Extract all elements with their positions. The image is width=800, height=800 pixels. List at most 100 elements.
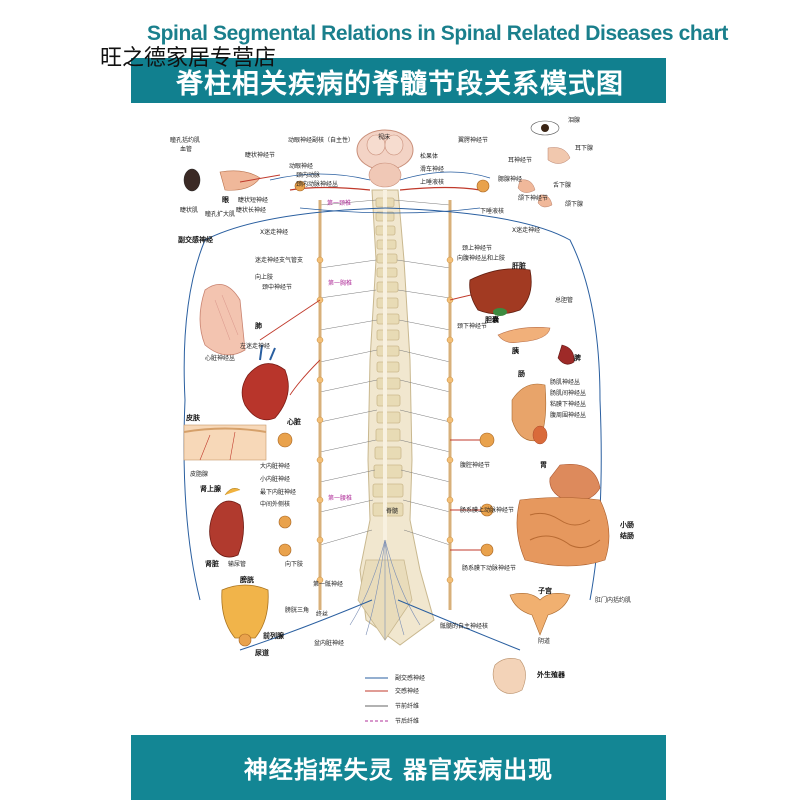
- label-superior-cervical: 颈上神经节: [462, 244, 492, 252]
- label-tongue: 舌下腺: [553, 181, 571, 189]
- label-inferior-mesenteric: 肠系膜下动脉神经节: [462, 564, 516, 572]
- left-labels: 瞳孔括约肌 血管 睫状神经节 动眼神经副核（自主性） 动眼神经 颈内动脉 颈内动…: [170, 136, 354, 657]
- store-watermark: 旺之德家居专营店: [100, 46, 277, 71]
- label-internal-carotid: 颈内动脉: [296, 171, 320, 179]
- top-strip: [131, 0, 666, 22]
- label-first-thoracic: 第一胸椎: [328, 279, 352, 287]
- label-left-vagus: 左迷走神经: [240, 342, 270, 350]
- label-bile-duct: 总胆管: [555, 296, 573, 304]
- prevertebral-ganglia: [277, 179, 495, 557]
- skin-organ: [183, 424, 267, 461]
- label-greater-splanchnic: 大内脏神经: [260, 462, 290, 470]
- label-heart: 心脏: [287, 417, 301, 426]
- label-cardiac-plexus: 心脏神经丛: [205, 354, 235, 362]
- label-pterygopalatine: 翼腭神经节: [458, 136, 488, 144]
- intestines-organ: [516, 497, 610, 567]
- label-lacrimal: 泪腺: [568, 116, 580, 124]
- label-first-sacral: 第一骶神经: [313, 580, 343, 588]
- right-labels: 视床 松果体 滑车神经 上唾液核 泪腺 翼腭神经节 耳下腺 耳神经节 腮腺神经 …: [378, 116, 634, 679]
- label-submucosal: 粘膜下神经丛: [550, 400, 586, 408]
- label-skin: 皮肤: [185, 413, 201, 422]
- label-otic-ganglion: 耳神经节: [508, 156, 532, 164]
- label-pelvic-splanchnic: 盆内脏神经: [314, 639, 344, 647]
- label-kidney: 肾脏: [205, 559, 219, 568]
- liver-organ: [469, 268, 532, 316]
- label-inferior-salivatory: 下唾液核: [480, 207, 504, 215]
- label-celiac-ganglion: 腹腔神经节: [460, 461, 490, 469]
- label-dilator-muscle: 瞳孔括约肌: [170, 136, 200, 144]
- label-short-ciliary: 睫状短神经: [238, 196, 268, 204]
- label-uterus: 子宫: [538, 586, 552, 595]
- label-oculomotor-nucleus: 动眼神经副核（自主性）: [288, 136, 354, 144]
- label-superior-limb: 向上肢: [255, 273, 273, 281]
- label-pancreas: 胰: [511, 346, 519, 355]
- label-pineal: 松果体: [420, 152, 438, 160]
- label-long-ciliary: 睫状长神经: [236, 206, 266, 214]
- legend-label-sympathetic: 交感神经: [395, 687, 419, 695]
- legend: 副交感神经 交感神经 节前纤维 节后纤维: [365, 674, 425, 725]
- label-sweat-gland: 皮脂腺: [190, 470, 208, 478]
- label-peritoneal: 腹周围神经丛: [550, 411, 586, 419]
- label-lesser-splanchnic: 小内脏神经: [260, 475, 290, 483]
- spine-labels: 第一颈椎 第一胸椎 第一腰椎 脊髓: [327, 199, 398, 515]
- footer-slogan: 神经指挥失灵 器官疾病出现: [243, 756, 554, 784]
- label-spinal-cord: 脊髓: [386, 507, 398, 515]
- label-myenteric: 肠肌间神经丛: [550, 389, 586, 397]
- label-celiac-plexus-upper: 向腹神经丛和上肢: [457, 254, 505, 262]
- brainstem: [368, 162, 402, 188]
- label-submandibular-ganglion: 颌下神经节: [518, 194, 548, 202]
- label-colon: 结肠: [619, 531, 634, 540]
- label-bladder: 膀胱: [239, 575, 254, 584]
- segmental-nerves: [319, 199, 451, 546]
- label-first-cervical: 第一颈椎: [327, 199, 351, 207]
- label-lower-limb: 向下肢: [285, 560, 303, 568]
- label-lowest-splanchnic: 最下内脏神经: [260, 488, 296, 496]
- label-genitalia: 外生殖器: [537, 670, 566, 679]
- label-trochlear: 滑车神经: [420, 165, 444, 173]
- label-prostate: 前列腺: [263, 631, 285, 640]
- nose-organ: [517, 147, 571, 208]
- label-parotid: 腮腺神经: [498, 175, 522, 183]
- english-title: Spinal Segmental Relations in Spinal Rel…: [147, 22, 728, 45]
- label-intestine: 肠: [517, 369, 525, 378]
- label-anal-sphincter: 肛门内括约肌: [595, 596, 631, 604]
- label-adrenal: 肾上腺: [200, 484, 222, 493]
- heart-organ: [241, 344, 289, 421]
- label-small-intestine: 小肠: [619, 520, 634, 529]
- label-middle-cervical: 颈中神经节: [262, 283, 292, 291]
- lung-organ: [199, 283, 246, 356]
- legend-label-preganglionic: 节前纤维: [395, 702, 419, 710]
- genitalia-organ: [492, 658, 526, 694]
- label-lung: 肺: [255, 321, 262, 330]
- label-blood-vessel: 血管: [180, 145, 192, 153]
- label-inferior-cervical: 颈下神经节: [457, 322, 487, 330]
- label-vagus: X迷走神经: [260, 228, 288, 236]
- chinese-title: 脊柱相关疾病的脊髓节段关系模式图: [176, 69, 624, 100]
- label-superior-salivatory: 上唾液核: [420, 178, 444, 186]
- label-intermediolateral: 中间外侧核: [260, 500, 290, 508]
- footer-band: [131, 735, 666, 800]
- eye-organ: [183, 168, 281, 192]
- title-band: [131, 58, 666, 103]
- label-sacral-autonomic: 骶髓的自主神经核: [440, 622, 488, 630]
- label-spleen: 脾: [573, 353, 581, 362]
- label-submandibular-gland: 颌下腺: [565, 200, 583, 208]
- label-ciliary-ganglion: 睫状神经节: [245, 151, 275, 159]
- label-bladder-trigone: 膀胱三角: [285, 606, 309, 614]
- legend-label-parasympathetic: 副交感神经: [395, 674, 425, 682]
- label-vagus-right: X迷走神经: [512, 226, 540, 234]
- label-urethra: 尿道: [255, 648, 269, 657]
- spleen-organ: [557, 344, 575, 365]
- label-parasympathetic: 副交感神经: [178, 235, 213, 244]
- label-vagus-bronchial: 迷走神经支气管支: [255, 256, 303, 264]
- stomach-organ: [549, 463, 601, 502]
- pancreas-organ: [497, 327, 551, 343]
- spine: [349, 129, 435, 646]
- label-pupil-dilator: 瞳孔扩大肌: [205, 210, 235, 218]
- label-vagina: 阴道: [538, 637, 550, 645]
- label-intestinal-plexus: 肠肌神经丛: [550, 378, 580, 386]
- label-stomach: 胃: [540, 460, 547, 469]
- label-liver: 肝脏: [512, 261, 526, 270]
- label-oculomotor-nerve: 动眼神经: [289, 162, 313, 170]
- bladder-organ: [221, 584, 269, 647]
